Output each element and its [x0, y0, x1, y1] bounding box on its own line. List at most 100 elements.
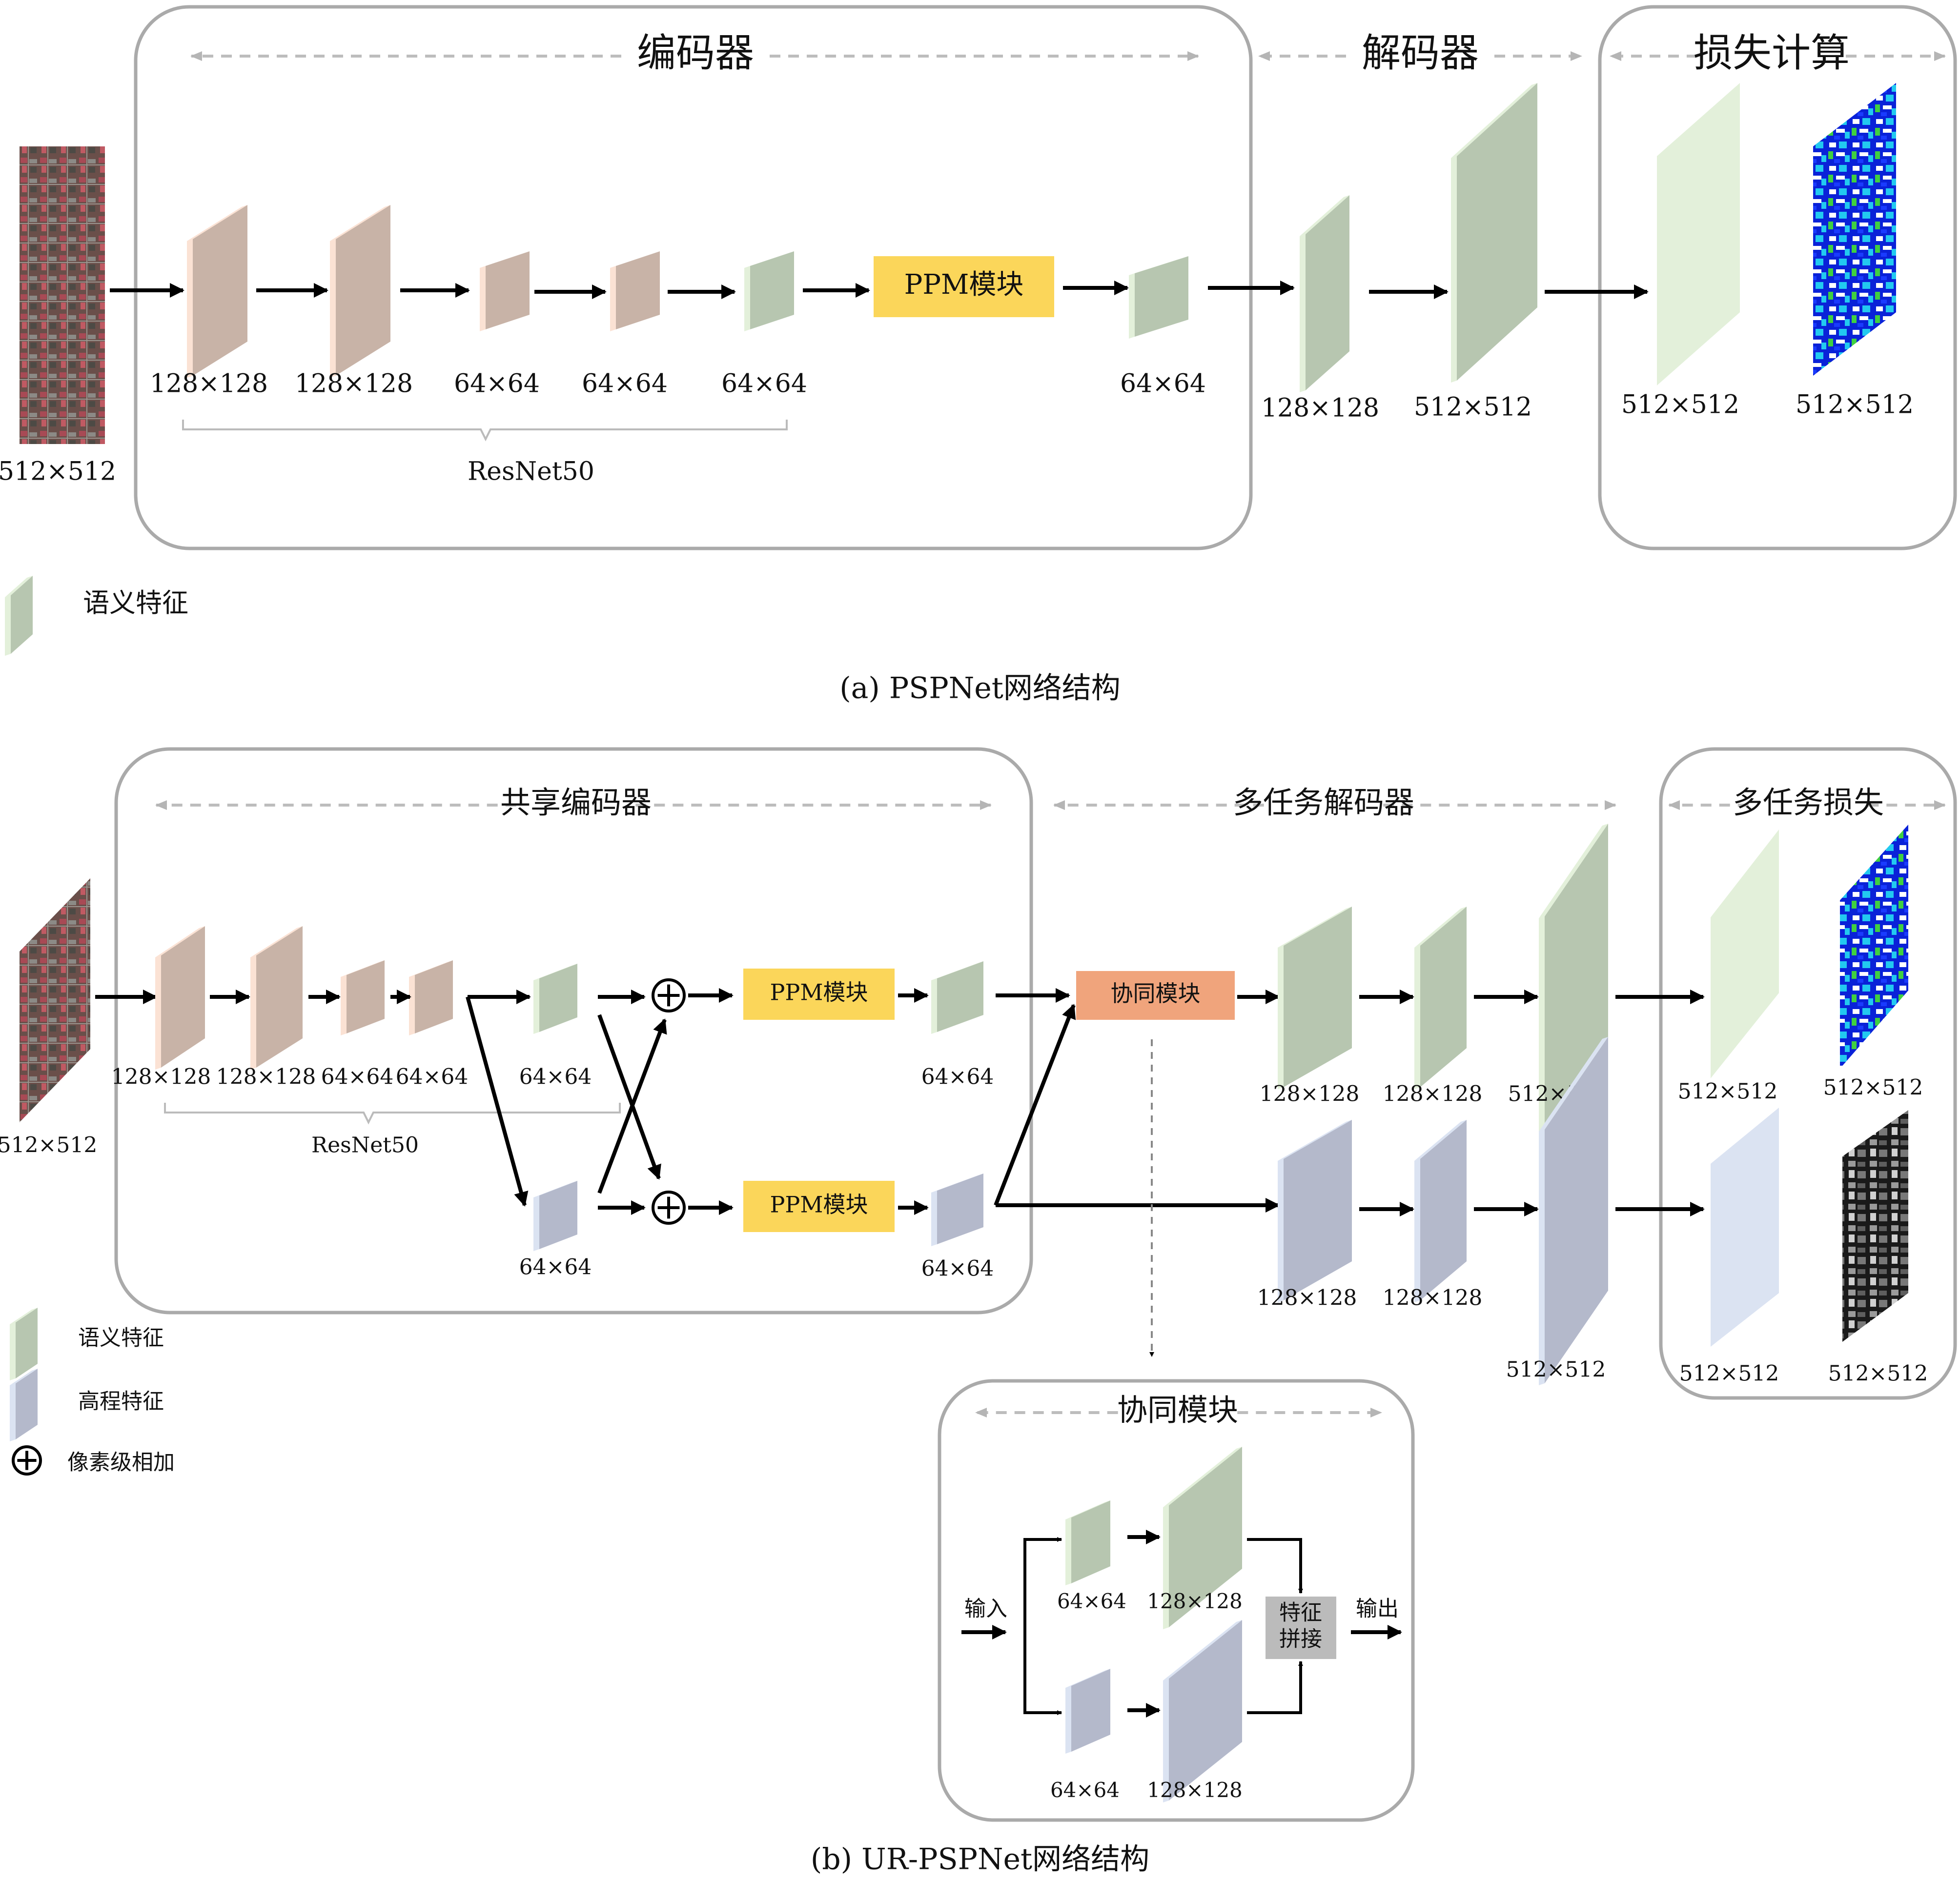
legend-semantic-a: 语义特征 [83, 587, 188, 618]
decoder-bottom-b-0-top [1278, 1120, 1352, 1161]
decoder-bottom-b-0 [1278, 1120, 1352, 1302]
decoder-bottom-size-b-1: 128×128 [1383, 1286, 1483, 1311]
branch-blue-b-front [533, 1195, 539, 1251]
decoder-top-b-1-front [1414, 946, 1420, 1089]
encoder-size-b-2: 64×64 [321, 1065, 394, 1090]
branch-blue-b-side [539, 1181, 577, 1249]
legend-semantic-block-b [10, 1308, 38, 1380]
decoder-top-b-0-front [1278, 946, 1284, 1089]
decoder-top-b-1-side [1420, 907, 1467, 1087]
decoder-bottom-b-0-side [1284, 1120, 1352, 1300]
encoder-block-b-1-side [256, 926, 303, 1068]
encoder-block-b-2 [341, 960, 385, 1035]
decoder-bottom-size-b-2: 512×512 [1506, 1357, 1606, 1382]
legend-semantic-block-a-front [5, 595, 11, 656]
decoder-bottom-size-b-0: 128×128 [1257, 1286, 1357, 1311]
encoder-size-a-3: 64×64 [582, 369, 668, 399]
synergy-green-large-size: 128×128 [1147, 1589, 1243, 1613]
encoder-block-a-0-side [193, 205, 247, 376]
loss-bottom-size-b-1: 512×512 [1828, 1361, 1928, 1386]
synergy-blue-large-side [1169, 1620, 1242, 1801]
ppm-b-0-label: PPM模块 [770, 979, 868, 1006]
decoder-top-b-0 [1278, 907, 1352, 1089]
encoder-size-b-3: 64×64 [396, 1065, 469, 1090]
encoder-block-a-1-top [330, 205, 390, 241]
encoder-block-b-3 [409, 960, 453, 1035]
loss-frame-b [1659, 747, 1957, 1400]
synergy-green-large-front [1163, 1505, 1169, 1629]
loss-pred-b-1 [1711, 1108, 1779, 1347]
decoder-top-b-2-top [1539, 824, 1608, 918]
resnet-label-a: ResNet50 [468, 457, 594, 486]
decoder-top-b-1-top [1414, 907, 1467, 948]
encoder-frame-a [134, 5, 1253, 550]
input-size-a: 512×512 [0, 457, 116, 486]
encoder-block-b-0-side [161, 926, 205, 1068]
legend-add-symbol-b [12, 1445, 42, 1476]
decoder-bottom-b-2-side [1545, 1037, 1608, 1383]
ppm-output-b-1 [931, 1174, 983, 1246]
legend-semantic-block-b-side [16, 1308, 38, 1378]
encoder-block-a-2-side [486, 251, 530, 329]
legend-semantic-block-a-side [11, 576, 33, 654]
decoder-block-a-1-front [1451, 156, 1457, 383]
legend-height-block-b-front [10, 1383, 16, 1441]
arrow-b-13 [994, 1004, 1076, 1206]
encoder-block-b-2-side [347, 960, 385, 1033]
decoder-bottom-b-1 [1414, 1120, 1467, 1302]
encoder-block-a-1-front [330, 239, 336, 378]
synergy-merge-top [1247, 1538, 1303, 1594]
synergy-input-label: 输入 [964, 1597, 1007, 1621]
decoder-top-b-2-front [1539, 916, 1545, 1172]
encoder-block-a-3-front [610, 266, 616, 331]
decoder-size-a-1: 512×512 [1414, 393, 1532, 422]
decoder-bottom-b-2-front [1539, 1130, 1545, 1385]
encoder-size-b-0: 128×128 [111, 1065, 211, 1090]
ppm-output-a-front [1129, 273, 1135, 339]
encoder-block-a-1-side [336, 205, 390, 376]
synergy-detail-frame [938, 1379, 1415, 1822]
encoder-block-a-1 [330, 205, 390, 378]
synergy-green-small-size: 64×64 [1057, 1589, 1126, 1613]
encoder-block-a-4-front [744, 266, 750, 331]
decoder-block-a-1-top [1451, 83, 1537, 158]
add-symbol-b-1 [652, 1191, 686, 1225]
encoder-block-a-0 [187, 205, 247, 378]
decoder-title-b: 多任务解码器 [1233, 785, 1414, 820]
synergy-split-bottom [1023, 1632, 1062, 1715]
loss-top-size-b-1: 512×512 [1823, 1075, 1923, 1100]
encoder-block-a-4-side [750, 251, 794, 329]
encoder-block-b-0-front [155, 955, 161, 1070]
branch-blue-b-top [533, 1181, 577, 1197]
ppm-b-1-box [743, 1181, 895, 1232]
concat-label-2: 拼接 [1279, 1627, 1322, 1652]
encoder-block-b-3-top [409, 960, 453, 977]
encoder-block-b-2-top [341, 960, 385, 977]
arrow-b-cross-1 [597, 1018, 667, 1194]
legend-add-b: 像素级相加 [67, 1450, 175, 1475]
synergy-green-large-top [1163, 1447, 1242, 1507]
decoder-block-a-1-side [1457, 83, 1537, 381]
legend-height-block-b-side [16, 1369, 38, 1439]
encoder-size-b-1: 128×128 [216, 1065, 316, 1090]
concat-box [1266, 1597, 1336, 1659]
synergy-blue-small-front [1065, 1686, 1071, 1754]
synergy-blue-large [1163, 1620, 1242, 1802]
ppm-output-a [1129, 256, 1188, 339]
synergy-blue-small-side [1071, 1669, 1110, 1752]
ppm-output-b-1-top [931, 1174, 983, 1193]
ppm-output-b-0-top [931, 961, 983, 980]
loss-title-b: 多任务损失 [1733, 785, 1884, 820]
synergy-blue-large-front [1163, 1679, 1169, 1802]
decoder-block-a-0-top [1300, 195, 1349, 236]
encoder-size-a-1: 128×128 [295, 369, 413, 399]
synergy-detail-title: 协同模块 [1117, 1392, 1238, 1428]
encoder-block-b-1 [250, 926, 303, 1070]
synergy-blue-small-top [1065, 1669, 1110, 1688]
branch-size-b-0: 64×64 [519, 1065, 592, 1090]
decoder-top-b-1 [1414, 907, 1467, 1089]
branch-green-b [533, 964, 577, 1034]
encoder-block-a-0-front [187, 239, 193, 378]
branch-green-b-side [539, 964, 577, 1032]
